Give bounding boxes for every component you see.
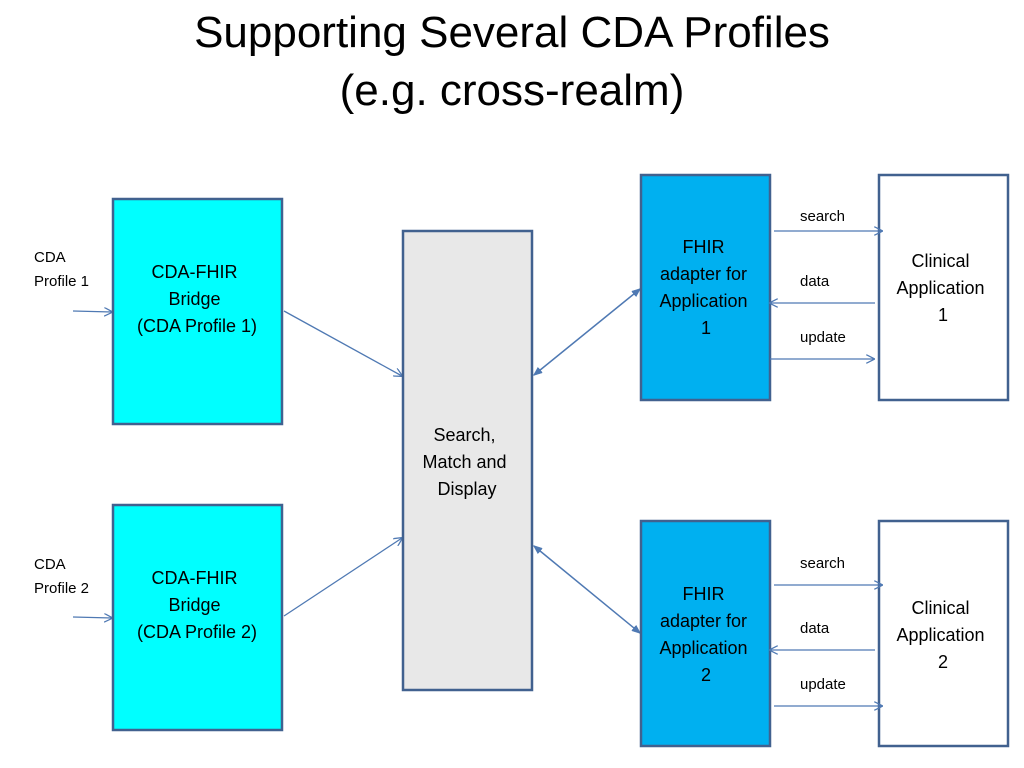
bridge-box-2[interactable]: CDA-FHIR Bridge (CDA Profile 2) bbox=[111, 503, 284, 732]
edge-label-update-1: update bbox=[800, 329, 846, 346]
title-line-2: (e.g. cross-realm) bbox=[339, 66, 685, 115]
input-label-2: CDA Profile 2 bbox=[34, 556, 89, 597]
title-line-1: Supporting Several CDA Profiles bbox=[194, 8, 830, 57]
slide-title: Supporting Several CDA Profiles (e.g. cr… bbox=[0, 4, 1024, 120]
search-adapter-2-arrow bbox=[534, 546, 640, 633]
input-arrow-1 bbox=[72, 311, 112, 312]
edge-label-data-1: data bbox=[800, 273, 830, 290]
clinical-app-box-1[interactable]: Clinical Application 1 bbox=[877, 173, 1010, 402]
fhir-adapter-box-2-label: FHIR adapter for Application 2 bbox=[659, 584, 752, 685]
bridge-box-1-label: CDA-FHIR Bridge (CDA Profile 1) bbox=[137, 262, 257, 336]
search-box-label: Search, Match and Display bbox=[422, 425, 511, 499]
clinical-app-box-2[interactable]: Clinical Application 2 bbox=[877, 519, 1010, 748]
fhir-adapter-box-1-label: FHIR adapter for Application 1 bbox=[659, 237, 752, 338]
clinical-app-box-1-label: Clinical Application 1 bbox=[896, 251, 989, 325]
fhir-adapter-box-2[interactable]: FHIR adapter for Application 2 bbox=[639, 519, 772, 748]
clinical-app-box-2-label: Clinical Application 2 bbox=[896, 598, 989, 672]
edge-label-update-2: update bbox=[800, 676, 846, 693]
bridge-box-1[interactable]: CDA-FHIR Bridge (CDA Profile 1) bbox=[111, 197, 284, 426]
bridge-box-2-label: CDA-FHIR Bridge (CDA Profile 2) bbox=[137, 568, 257, 642]
edge-label-search-2: search bbox=[800, 555, 845, 572]
edge-label-search-1: search bbox=[800, 208, 845, 225]
bridge-1-to-search-arrow bbox=[283, 310, 402, 376]
search-adapter-1-arrow bbox=[534, 289, 640, 375]
fhir-adapter-box-1[interactable]: FHIR adapter for Application 1 bbox=[639, 173, 772, 402]
bridge-2-to-search-arrow bbox=[283, 538, 402, 617]
edge-label-data-2: data bbox=[800, 620, 830, 637]
search-match-display-box[interactable]: Search, Match and Display bbox=[401, 229, 534, 692]
input-label-1: CDA Profile 1 bbox=[34, 249, 89, 290]
input-arrow-2 bbox=[72, 617, 112, 618]
